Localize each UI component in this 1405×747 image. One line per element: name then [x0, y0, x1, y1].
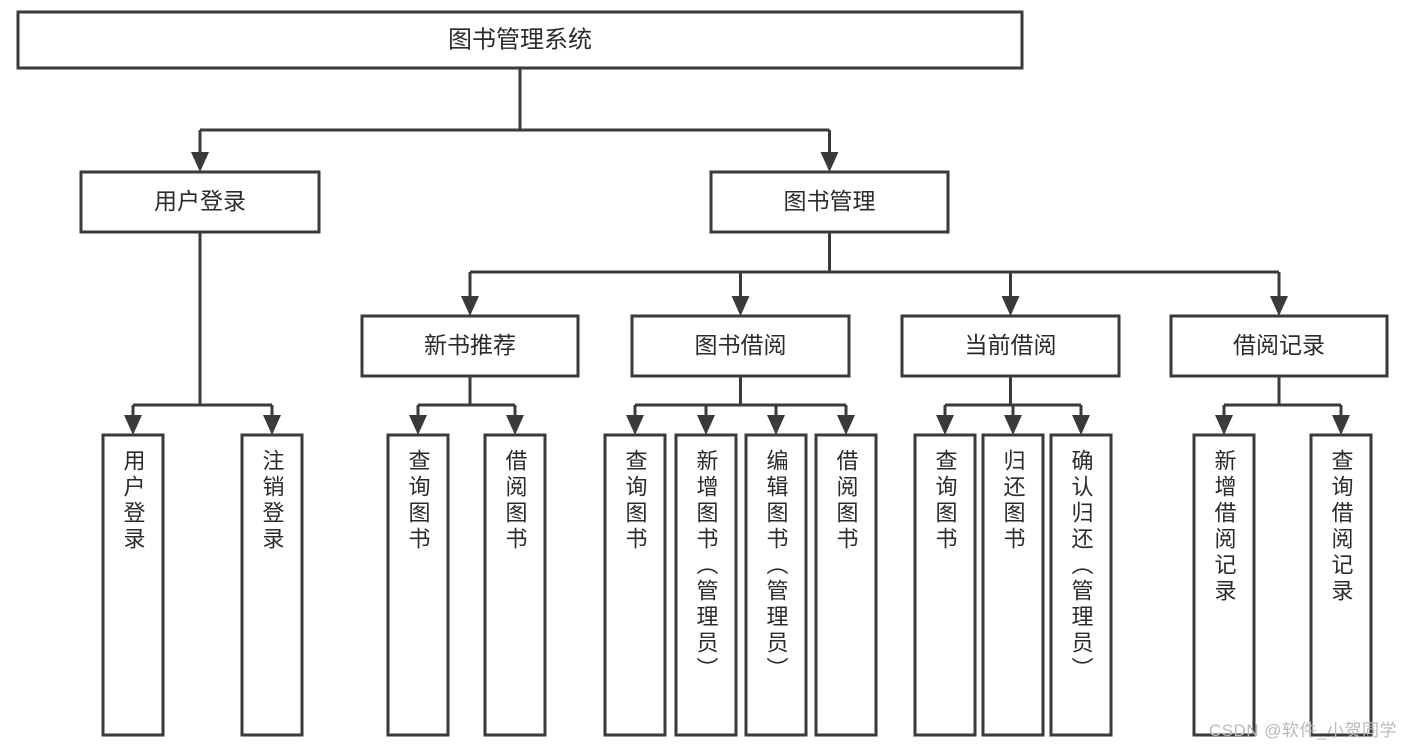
leaf-box-0[interactable]	[101, 433, 165, 737]
level1-label-0: 用户登录	[154, 188, 246, 214]
leaf-box-4[interactable]	[603, 433, 667, 737]
level2-box-1[interactable]	[630, 314, 851, 378]
arrow-leaf-2-1	[697, 415, 715, 435]
level2-label-0: 新书推荐	[424, 332, 516, 358]
level2-box-0[interactable]	[360, 314, 580, 378]
arrow-level1-0	[191, 152, 209, 172]
arrow-level2-3	[1270, 296, 1288, 316]
arrow-level2-1	[731, 296, 750, 316]
level1-box-0[interactable]	[79, 170, 321, 234]
leaf-box-10[interactable]	[1049, 433, 1113, 737]
arrow-level2-0	[461, 296, 479, 316]
level1-box-1[interactable]	[709, 170, 950, 234]
arrow-leaf-0-1	[263, 415, 281, 435]
root-box-0[interactable]	[16, 10, 1024, 70]
arrow-level1-1	[820, 152, 839, 172]
arrow-leaf-4-0	[1215, 415, 1233, 435]
level2-label-3: 借阅记录	[1233, 332, 1325, 358]
arrow-leaf-1-1	[506, 415, 524, 435]
leaf-box-9[interactable]	[981, 433, 1045, 737]
leaf-box-11[interactable]	[1192, 433, 1256, 737]
level2-box-2[interactable]	[900, 314, 1121, 378]
root-label-0: 图书管理系统	[448, 26, 592, 53]
leaf-box-8[interactable]	[913, 433, 977, 737]
level2-label-2: 当前借阅	[965, 332, 1057, 358]
level2-box-3[interactable]	[1169, 314, 1389, 378]
arrow-level2-2	[1001, 296, 1020, 316]
connectors-layer	[124, 68, 1350, 435]
leaf-box-7[interactable]	[814, 433, 878, 737]
arrow-leaf-1-0	[409, 415, 427, 435]
csdn-watermark: CSDN @软件_小贺同学	[1208, 721, 1397, 740]
leaf-box-6[interactable]	[744, 433, 808, 737]
level1-label-1: 图书管理	[784, 188, 876, 214]
arrow-leaf-3-0	[936, 415, 954, 435]
level2-label-1: 图书借阅	[695, 332, 787, 358]
leaf-box-2[interactable]	[386, 433, 450, 737]
arrow-leaf-2-0	[626, 415, 644, 435]
arrow-leaf-3-2	[1072, 415, 1090, 435]
arrow-leaf-4-1	[1332, 415, 1350, 435]
arrow-leaf-3-1	[1004, 415, 1022, 435]
leaf-box-1[interactable]	[240, 433, 304, 737]
arrow-leaf-2-3	[837, 415, 855, 435]
leaf-box-3[interactable]	[483, 433, 547, 737]
leaf-box-12[interactable]	[1309, 433, 1373, 737]
boxes-layer	[16, 10, 1389, 737]
arrow-leaf-0-0	[124, 415, 142, 435]
leaf-box-5[interactable]	[674, 433, 738, 737]
arrow-leaf-2-2	[767, 415, 785, 435]
